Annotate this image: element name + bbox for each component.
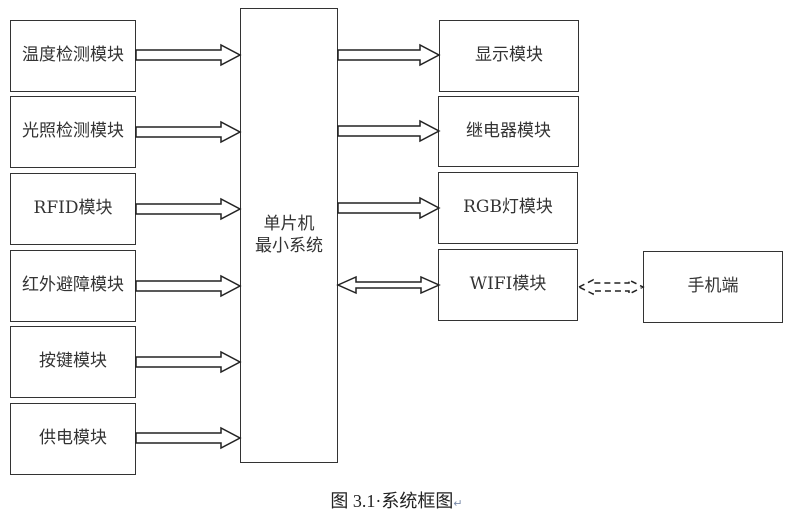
arrow-mcu-to-display [337,43,441,67]
arrow-mcu-wifi-bidirectional [336,275,441,295]
arrow-keys-to-mcu [135,350,242,374]
arrow-power-to-mcu [135,426,242,450]
output-module-rgb: RGB灯模块 [438,172,578,244]
mcu-label-line1: 单片机 [263,214,315,235]
output-module-relay: 继电器模块 [438,96,579,167]
module-label: WIFI模块 [469,274,547,295]
input-module-keys: 按键模块 [10,326,136,398]
module-label: 继电器模块 [466,120,551,141]
output-module-display: 显示模块 [439,20,579,92]
arrow-infrared-to-mcu [135,274,242,298]
phone-terminal: 手机端 [643,251,783,323]
arrow-rfid-to-mcu [135,197,242,221]
input-module-power: 供电模块 [10,403,136,475]
input-module-infrared: 红外避障模块 [10,250,136,322]
paragraph-mark-icon: ↵ [453,498,463,510]
wifi-module: WIFI模块 [438,249,578,321]
module-label: RFID模块 [33,198,113,219]
arrow-mcu-to-relay [337,119,441,143]
caption-text: 图 3.1·系统框图 [330,491,454,511]
module-label: 显示模块 [475,45,543,66]
module-label: 红外避障模块 [22,275,124,296]
figure-caption: 图 3.1·系统框图↵ [0,487,793,513]
input-module-light: 光照检测模块 [10,96,136,168]
module-label: 光照检测模块 [22,121,124,142]
mcu-label-line2: 最小系统 [255,235,323,256]
module-label: 供电模块 [39,428,107,449]
module-label: RGB灯模块 [463,197,553,218]
module-label: 按键模块 [39,351,107,372]
mcu-minimum-system: 单片机 最小系统 [240,8,338,463]
arrow-temperature-to-mcu [135,43,242,67]
input-module-temperature: 温度检测模块 [10,20,136,92]
input-module-rfid: RFID模块 [10,173,136,245]
arrow-wifi-phone-wireless [577,278,645,296]
module-label: 手机端 [687,276,739,297]
arrow-light-to-mcu [135,120,242,144]
arrow-mcu-to-rgb [337,196,441,220]
module-label: 温度检测模块 [22,45,124,66]
